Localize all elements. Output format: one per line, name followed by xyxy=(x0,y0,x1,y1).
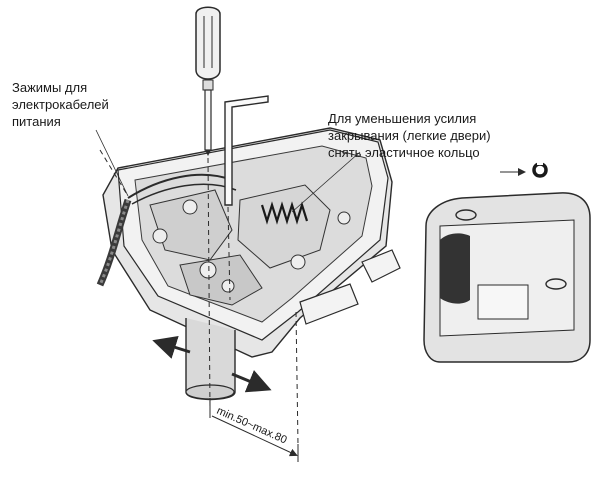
spring-leader-line xyxy=(291,151,361,213)
dimension-label: min.50~max.80 xyxy=(215,405,289,447)
lock-housing xyxy=(96,127,401,358)
elastic-ring-icon xyxy=(532,160,548,178)
cable-clamps-label: Зажимы для электрокабелей питания xyxy=(12,79,109,130)
spring-note-label: Для уменьшения усилия закрывания (легкие… xyxy=(328,110,491,161)
lock-cover xyxy=(423,192,591,363)
allen-key-icon xyxy=(224,95,269,206)
dimension-indicator: min.50~max.80 xyxy=(209,398,299,462)
elastic-spring xyxy=(260,201,309,225)
cable-clamp-leader-line xyxy=(95,129,129,197)
alignment-lines xyxy=(99,149,299,446)
screwdriver-icon xyxy=(195,6,221,156)
spring-note-label-line: Для уменьшения усилия xyxy=(328,111,477,126)
spring-note-label-line: снять эластичное кольцо xyxy=(328,145,480,160)
spring-note-label-line: закрывания (легкие двери) xyxy=(328,128,491,143)
cable-clamps-label-line: Зажимы для xyxy=(12,80,88,95)
cable-clamps-label-line: питания xyxy=(12,114,61,129)
cable-clamps-label-line: электрокабелей xyxy=(12,97,109,112)
